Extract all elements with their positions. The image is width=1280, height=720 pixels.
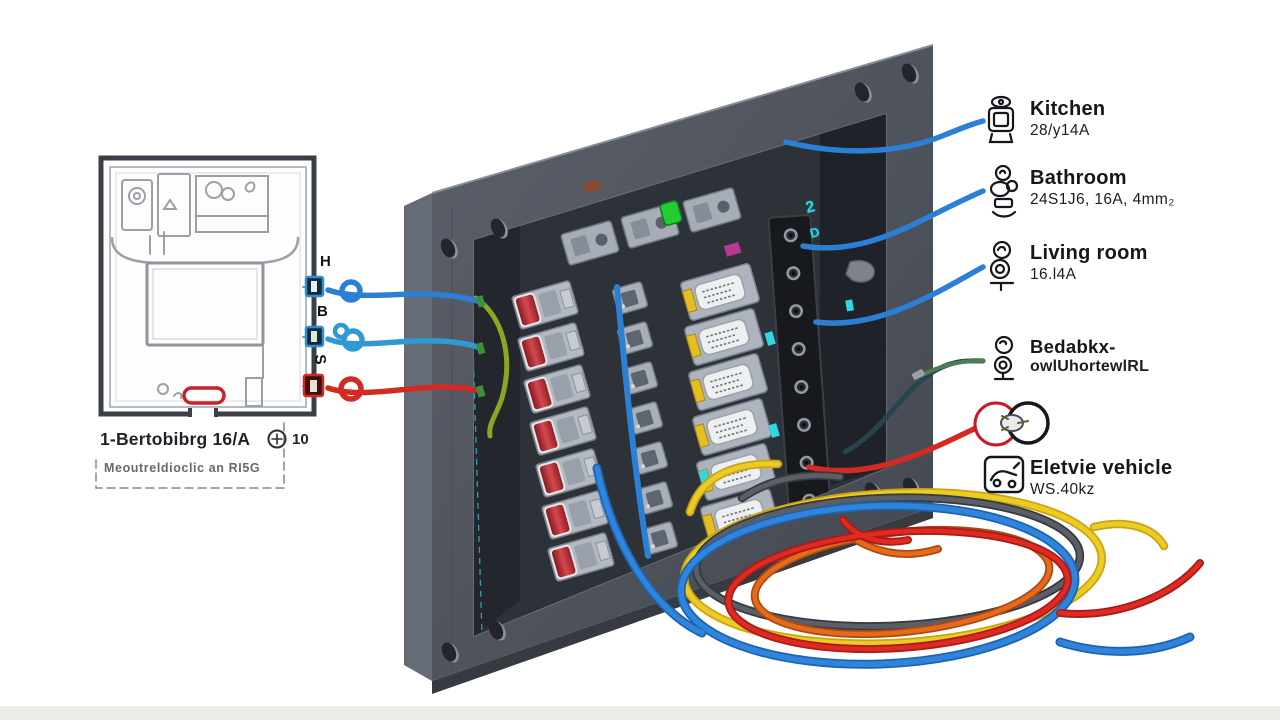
coil-yellow-wire bbox=[687, 461, 781, 515]
circuit-label-bathroom: Bathroom 24S1J6, 16A, 4mm₂ bbox=[1030, 167, 1280, 209]
coil-orange-wire bbox=[855, 538, 941, 557]
armchair-icon bbox=[989, 241, 1015, 292]
internal-green-wire bbox=[474, 295, 510, 439]
port-label-b: B bbox=[317, 303, 328, 320]
internal-blue-wire bbox=[614, 284, 651, 559]
circuit-spec: WS.40kz bbox=[1030, 481, 1095, 498]
plan-port-connectors bbox=[302, 275, 325, 398]
dashed-guide bbox=[95, 417, 285, 489]
circuit-spec: 28/y14A bbox=[1030, 122, 1090, 139]
circuit-name: Kitchen bbox=[1030, 98, 1106, 120]
circuit-label-ev: Eletvie vehicle WS.40kz bbox=[1030, 457, 1280, 499]
coil-red-wire bbox=[840, 517, 911, 544]
kettle-icon bbox=[987, 95, 1015, 144]
circuit-label-bedroom: Bedabkx- owlUhortewlRL bbox=[1030, 336, 1280, 376]
plan-caption: 1-Bertobibrg 16/A bbox=[100, 429, 251, 449]
kitchen-fixtures-sketch bbox=[110, 173, 300, 265]
coil-blue-wire bbox=[594, 465, 705, 636]
top-module-row bbox=[559, 186, 743, 267]
circuit-spec: 16.l4A bbox=[1030, 266, 1077, 283]
circuit-spec: owlUhortewlRL bbox=[1030, 358, 1150, 376]
circuit-spec: 24S1J6, 16A, 4mm₂ bbox=[1030, 191, 1175, 208]
plan-red-oval-marker bbox=[182, 386, 226, 405]
circuit-name: Living room bbox=[1030, 242, 1148, 264]
bedroom-lamp-icon bbox=[993, 336, 1015, 381]
ev-car-icon bbox=[983, 455, 1025, 494]
port-label-h: H bbox=[320, 253, 331, 270]
circuit-label-kitchen: Kitchen 28/y14A bbox=[1030, 98, 1280, 140]
circuit-name: Eletvie vehicle bbox=[1030, 457, 1173, 479]
panel-side-face bbox=[404, 193, 432, 681]
feeder-wires bbox=[325, 279, 486, 402]
port-label-s: S bbox=[311, 353, 329, 366]
status-led bbox=[659, 200, 683, 226]
plan-note: Meoutreldioclic an RI5G bbox=[104, 461, 261, 475]
circuit-name: Bedabkx- bbox=[1030, 336, 1116, 357]
floor-shadow bbox=[0, 706, 1280, 720]
cyan-accents bbox=[698, 299, 854, 483]
wire-kitchen bbox=[783, 118, 986, 154]
frame-fastener bbox=[583, 179, 602, 194]
wire-bathroom bbox=[800, 188, 986, 251]
wire-coil bbox=[592, 459, 1204, 669]
main-panel bbox=[404, 44, 934, 694]
circuit-label-living-room: Living room 16.l4A bbox=[1030, 242, 1280, 284]
faucet-icon bbox=[989, 164, 1019, 218]
circuit-name: Bathroom bbox=[1030, 167, 1127, 189]
wire-ev bbox=[806, 425, 979, 474]
wire-b bbox=[325, 336, 484, 351]
wire-living-room bbox=[813, 264, 986, 326]
edge-clip bbox=[845, 260, 875, 283]
terminal-strip bbox=[767, 214, 833, 522]
ev-plug-icon bbox=[973, 401, 1050, 447]
circuit-wires bbox=[783, 118, 986, 474]
circled-plus-icon bbox=[267, 429, 287, 449]
coil-gray-wire bbox=[739, 473, 843, 501]
door-opening bbox=[190, 409, 216, 420]
plan-badge-value: 10 bbox=[292, 431, 309, 448]
